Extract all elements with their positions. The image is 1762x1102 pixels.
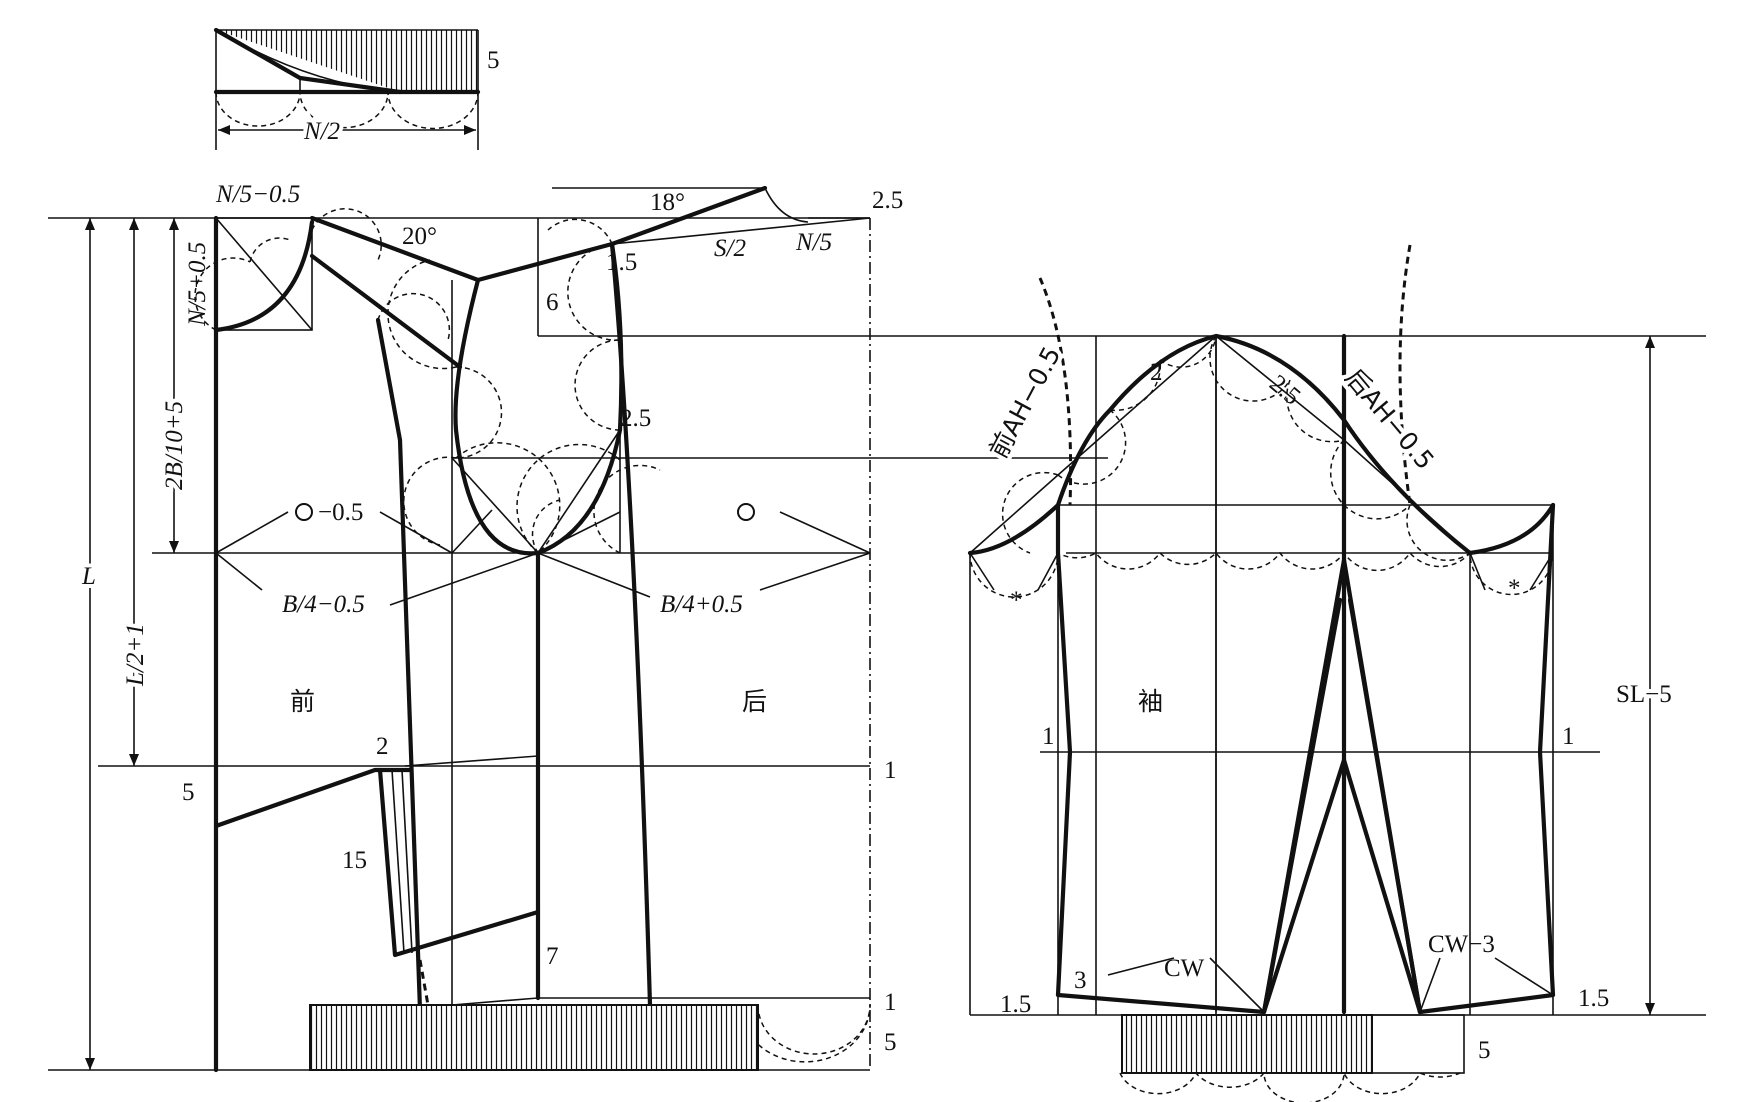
back-side-label: 1 [1562, 723, 1575, 750]
cuff-height-label: 5 [1478, 1037, 1491, 1064]
rib-height-label: 5 [884, 1029, 897, 1056]
sleeve-framework [969, 336, 1706, 1016]
pocket-rise-label: 2 [376, 733, 389, 760]
hem-rib-band [309, 1004, 759, 1071]
front-star-label: * [1010, 587, 1023, 614]
cuff-step-label: 3 [1074, 967, 1087, 994]
armhole-point-label: 2.5 [620, 405, 651, 432]
shoulder-half-label: S/2 [714, 235, 746, 262]
front-piece-label: 前 [290, 687, 315, 716]
collar-piece [213, 27, 481, 150]
back-angle-label: 18° [650, 189, 685, 216]
cuff-offset-left-label: 1.5 [1000, 991, 1031, 1018]
shoulder-ease-label: 1.5 [606, 249, 637, 276]
sleeve-outline [967, 244, 1556, 1015]
hem-offset-front-label: 5 [182, 779, 195, 806]
front-chest-label: B/4−0.5 [282, 591, 365, 618]
waist-length-label: L/2+1 [122, 623, 149, 687]
back-neck-rise-label: 2.5 [872, 187, 903, 214]
neck-width-label: N/5−0.5 [215, 181, 300, 208]
collar-length-label: N/2 [303, 118, 340, 145]
sleeve-length-label: SL−5 [1616, 681, 1672, 708]
pocket-width-label: 15 [342, 847, 367, 874]
cuff-offset-right-label: 1.5 [1578, 985, 1609, 1012]
hem-adjust-label: 1 [884, 989, 897, 1016]
front-neck-depth-label: N/5+0.5 [184, 242, 211, 327]
back-armhole-label: 后AH−0.5 [1339, 363, 1439, 475]
waist-adjust-label: 1 [884, 757, 897, 784]
front-armhole-label: 前AH−0.5 [984, 342, 1067, 463]
bodice-outline [213, 185, 871, 1073]
front-side-label: 1 [1042, 723, 1055, 750]
front-angle-label: 20° [402, 223, 437, 250]
cap-front-label: 2 [1150, 359, 1163, 386]
cuff-rib-band [1121, 1014, 1373, 1074]
back-neck-level-label: 6 [546, 289, 559, 316]
sleeve-construction-arcs [969, 335, 1554, 1102]
cuff-width-adj-label: CW−3 [1428, 931, 1495, 958]
back-chest-label: B/4+0.5 [660, 591, 743, 618]
cuff-width-label: CW [1164, 955, 1205, 982]
armhole-depth-label: 2B/10+5 [161, 401, 188, 490]
sleeve-piece-label: 袖 [1138, 687, 1163, 716]
dart-length-label: 7 [546, 943, 559, 970]
back-piece-label: 后 [742, 687, 767, 716]
length-label: L [81, 563, 96, 590]
back-star-label: * [1508, 575, 1521, 602]
collar-height-label: 5 [487, 47, 500, 74]
back-neck-width-label: N/5 [795, 229, 832, 256]
front-adjust-label: −0.5 [318, 499, 363, 526]
